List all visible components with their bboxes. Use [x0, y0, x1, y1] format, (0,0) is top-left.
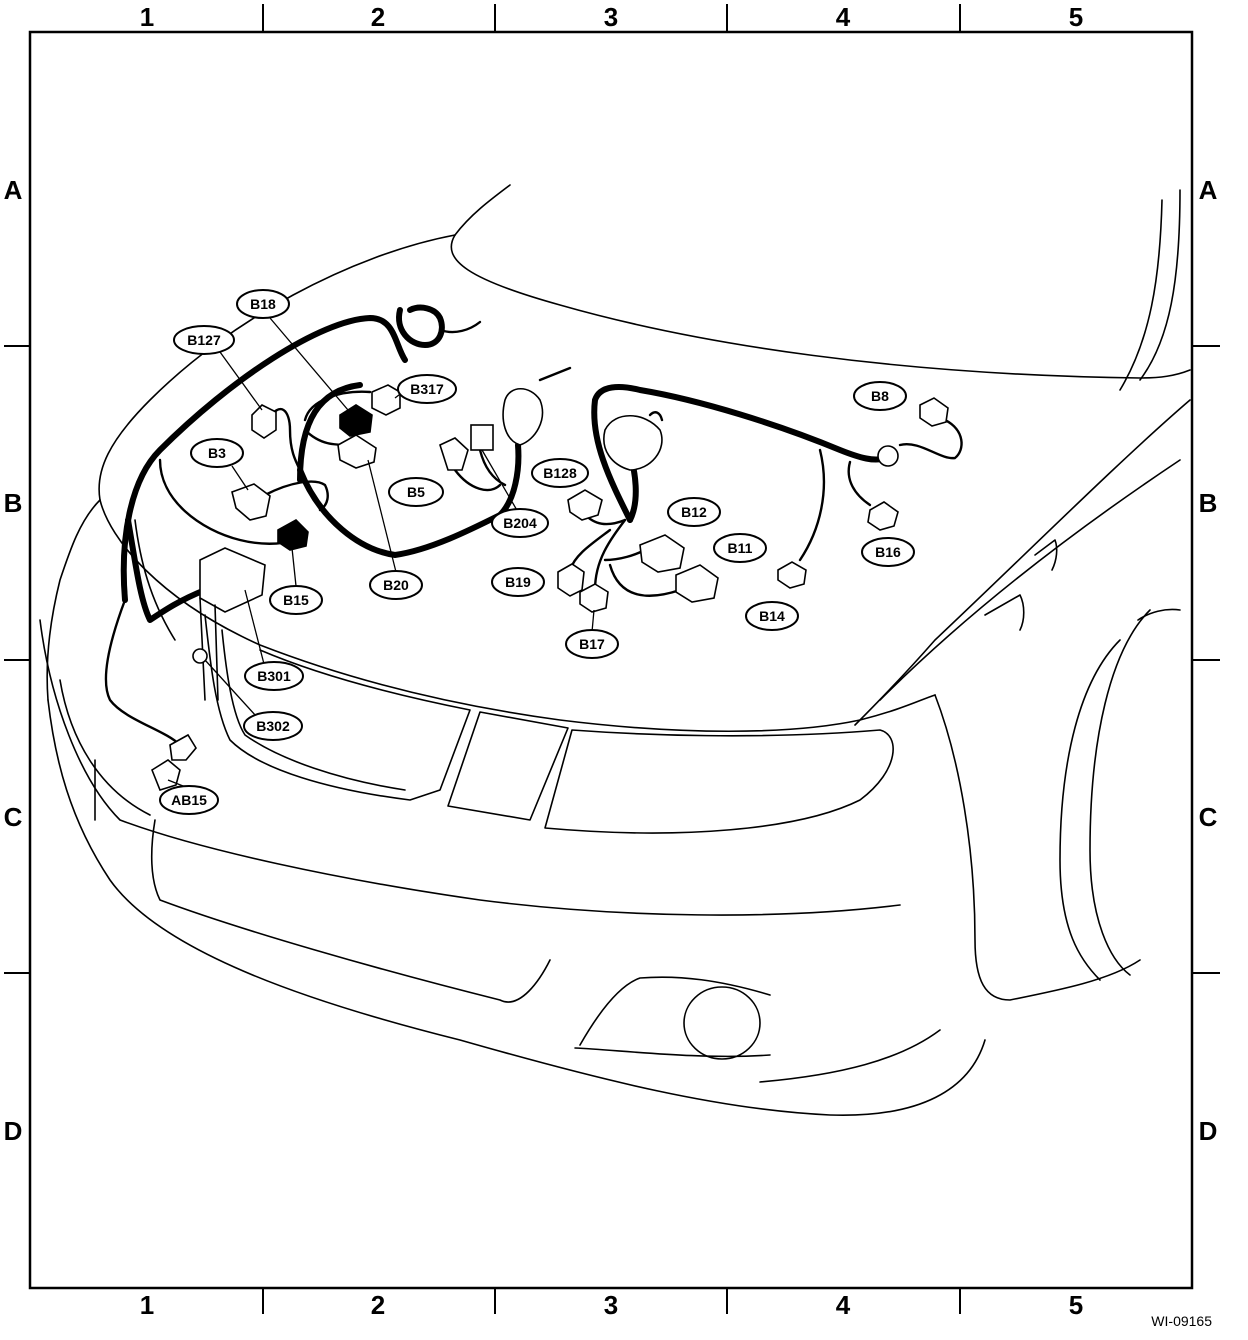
- label-b302: B302: [243, 711, 303, 741]
- grid-row-d-left: D: [4, 1116, 23, 1146]
- svg-text:B12: B12: [681, 504, 707, 520]
- svg-text:B15: B15: [283, 592, 309, 608]
- svg-text:B11: B11: [728, 540, 753, 556]
- svg-text:B5: B5: [407, 484, 425, 500]
- grid-col-1-top: 1: [140, 2, 154, 32]
- grid-col-4-bottom: 4: [836, 1290, 851, 1320]
- label-b317: B317: [397, 374, 457, 404]
- grid-col-2-top: 2: [371, 2, 385, 32]
- grid-ticks: [4, 4, 1220, 1314]
- grid-col-3-bottom: 3: [604, 1290, 618, 1320]
- grid-col-3-top: 3: [604, 2, 618, 32]
- label-b5: B5: [388, 477, 444, 507]
- svg-text:B16: B16: [875, 544, 901, 560]
- svg-text:B8: B8: [871, 388, 889, 404]
- grid-col-5-top: 5: [1069, 2, 1083, 32]
- svg-text:B302: B302: [256, 718, 290, 734]
- svg-text:B127: B127: [187, 332, 221, 348]
- grid-col-1-bottom: 1: [140, 1290, 154, 1320]
- svg-text:B317: B317: [410, 381, 444, 397]
- label-b12: B12: [667, 497, 721, 527]
- svg-text:B204: B204: [503, 515, 537, 531]
- label-b18: B18: [236, 289, 290, 319]
- label-b127: B127: [173, 325, 235, 355]
- svg-text:B128: B128: [543, 465, 577, 481]
- svg-text:B17: B17: [579, 636, 605, 652]
- grid-col-5-bottom: 5: [1069, 1290, 1083, 1320]
- car-body-outline: [39, 184, 1191, 1116]
- thin-wires: [104, 320, 963, 747]
- grid-row-a-right: A: [1199, 175, 1218, 205]
- label-b16: B16: [861, 537, 915, 567]
- svg-text:B3: B3: [208, 445, 226, 461]
- svg-text:AB15: AB15: [171, 792, 207, 808]
- grid-row-d-right: D: [1199, 1116, 1218, 1146]
- grid-col-2-bottom: 2: [371, 1290, 385, 1320]
- grid-col-4-top: 4: [836, 2, 851, 32]
- label-ab15: AB15: [159, 785, 219, 815]
- grid-row-c-right: C: [1199, 802, 1218, 832]
- label-b11: B11: [713, 533, 767, 563]
- connector-shapes: [151, 304, 949, 791]
- svg-text:B19: B19: [505, 574, 531, 590]
- label-b17: B17: [565, 629, 619, 659]
- label-b128: B128: [531, 458, 589, 488]
- grid-row-b-left: B: [4, 488, 23, 518]
- figure-code: WI-09165: [1151, 1313, 1212, 1329]
- label-b8: B8: [853, 381, 907, 411]
- grid-row-b-right: B: [1199, 488, 1218, 518]
- grid-row-c-left: C: [4, 802, 23, 832]
- label-b3: B3: [190, 438, 244, 468]
- svg-text:B20: B20: [383, 577, 409, 593]
- label-b15: B15: [269, 585, 323, 615]
- label-b204: B204: [491, 508, 549, 538]
- label-b301: B301: [244, 661, 304, 691]
- connector-labels: B18 B127 B317 B3 B5 B128 B204 B20: [159, 289, 915, 815]
- svg-text:B14: B14: [759, 608, 785, 624]
- grid-row-a-left: A: [4, 175, 23, 205]
- svg-text:B301: B301: [257, 668, 291, 684]
- label-b20: B20: [369, 570, 423, 600]
- label-b19: B19: [491, 567, 545, 597]
- svg-text:B18: B18: [250, 296, 276, 312]
- label-b14: B14: [745, 601, 799, 631]
